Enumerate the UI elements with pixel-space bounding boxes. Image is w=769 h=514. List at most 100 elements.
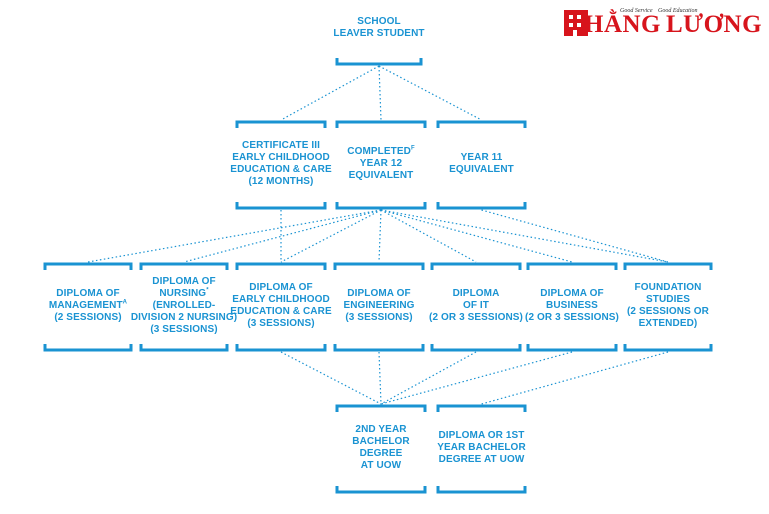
node-biz-line: (2 OR 3 SESSIONS) (525, 312, 619, 323)
node-year12-line: EQUIVALENT (348, 170, 414, 181)
edge-year12-to-ece (280, 209, 382, 263)
node-biz-bottom-bracket (526, 344, 618, 352)
node-year11-bottom-bracket (436, 202, 527, 210)
node-found-bottom-bracket (623, 344, 713, 352)
node-bach1-line: DEGREE AT UOW (438, 454, 525, 465)
logo-tagline-left: Good Service (620, 8, 653, 14)
node-nursing-line: (3 SESSIONS) (150, 324, 218, 335)
node-bach1-bottom-bracket (436, 486, 527, 494)
node-ece-bottom-bracket (235, 344, 327, 352)
node-nursing-line: DIPLOMA OF (152, 276, 216, 287)
node-bach1-line: DIPLOMA OR 1ST (438, 430, 525, 441)
node-bach2-line: AT UOW (360, 460, 402, 471)
edge-eng-to-bach2 (378, 351, 382, 405)
logo-word-right: LƯƠNG (666, 11, 763, 38)
node-cert3-line: (12 MONTHS) (248, 176, 314, 187)
node-nursing-bottom-bracket (139, 344, 229, 352)
edge-school-to-cert3 (280, 65, 380, 121)
edge-ece-to-bach2 (280, 351, 382, 405)
node-bach2-line: BACHELOR (352, 436, 410, 447)
edge-it-to-bach2 (380, 351, 477, 405)
node-bach1-top-bracket (436, 404, 527, 412)
node-year11-top-bracket (436, 120, 527, 128)
node-school-line: LEAVER STUDENT (333, 28, 425, 39)
logo-tagline-right: Good Education (658, 8, 698, 14)
edge-school-to-year11 (378, 65, 482, 121)
footnote-marker: * (206, 287, 209, 294)
node-it-top-bracket (430, 262, 522, 270)
footnote-marker: F (410, 145, 415, 152)
node-nursing-line: (ENROLLED- (152, 300, 216, 311)
node-brackets (43, 58, 713, 494)
edge-year12-to-it (380, 209, 477, 263)
node-year12-top-bracket (335, 120, 427, 128)
node-eng-top-bracket (333, 262, 425, 270)
node-nursing-top-bracket (139, 262, 229, 270)
node-found-line: STUDIES (645, 294, 691, 305)
node-cert3-top-bracket (235, 120, 327, 128)
edge-found-to-bach1 (481, 351, 669, 405)
node-cert3-bottom-bracket (235, 202, 327, 210)
node-year11-line: EQUIVALENT (449, 164, 514, 175)
node-bach2-line: DEGREE (359, 448, 403, 459)
edge-year12-to-found (380, 209, 669, 263)
node-mgmt-line: DIPLOMA OF (56, 288, 120, 299)
node-found-top-bracket (623, 262, 713, 270)
node-ece-line: (3 SESSIONS) (247, 318, 315, 329)
node-it-line: DIPLOMA (452, 288, 500, 299)
node-year12-bottom-bracket (335, 202, 427, 210)
edge-year12-to-eng (378, 209, 382, 263)
node-it-bottom-bracket (430, 344, 522, 352)
node-mgmt-bottom-bracket (43, 344, 133, 352)
footnote-marker: A (122, 299, 128, 306)
node-school-line: SCHOOL (357, 16, 401, 27)
node-it-line: (2 OR 3 SESSIONS) (429, 312, 523, 323)
node-it-line: OF IT (462, 300, 490, 311)
node-eng-line: DIPLOMA OF (347, 288, 411, 299)
node-eng-bottom-bracket (333, 344, 425, 352)
connector-lines (87, 65, 669, 405)
edge-year11-to-found (481, 209, 669, 263)
building-logo-icon (564, 10, 588, 36)
node-mgmt-top-bracket (43, 262, 133, 270)
edge-year12-to-biz (380, 209, 573, 263)
edge-biz-to-bach2 (380, 351, 573, 405)
node-nursing-line: NURSING* (159, 287, 209, 299)
node-bach2-bottom-bracket (335, 486, 427, 494)
node-mgmt-line: (2 SESSIONS) (54, 312, 122, 323)
node-cert3-line: EARLY CHILDHOOD (232, 152, 330, 163)
node-cert3-line: CERTIFICATE III (242, 140, 320, 151)
node-ece-top-bracket (235, 262, 327, 270)
node-eng-line: ENGINEERING (343, 300, 415, 311)
logo-word-left: HẰNG (584, 11, 661, 38)
node-ece-line: EDUCATION & CARE (230, 306, 332, 317)
edge-year12-to-nursing (183, 209, 382, 263)
edge-year12-to-mgmt (87, 209, 382, 263)
node-nursing-line: DIVISION 2 NURSING) (130, 312, 238, 323)
node-year11-line: YEAR 11 (460, 152, 503, 163)
node-biz-line: BUSINESS (546, 300, 598, 311)
node-school-bottom-bracket (335, 58, 423, 66)
node-year12-line: COMPLETEDF (347, 145, 415, 157)
node-mgmt-line: MANAGEMENTA (48, 299, 128, 311)
node-found-line: EXTENDED) (638, 318, 698, 329)
node-biz-line: DIPLOMA OF (540, 288, 604, 299)
brand-logo: HẰNG Good Service Good Education LƯƠNG (562, 6, 762, 40)
edge-school-to-year12 (378, 65, 382, 121)
node-eng-line: (3 SESSIONS) (345, 312, 413, 323)
node-ece-line: EARLY CHILDHOOD (232, 294, 330, 305)
